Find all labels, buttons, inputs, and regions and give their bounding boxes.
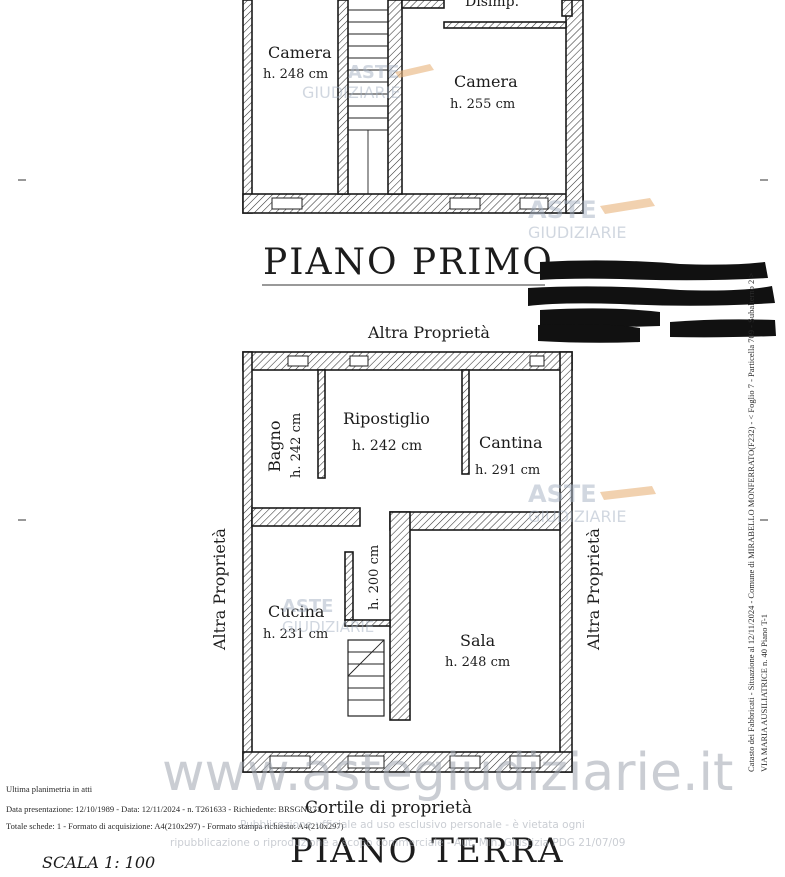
upper-floor-title: PIANO PRIMO	[263, 242, 554, 283]
aste-logo-watermark-4: ASTE GIUDIZIARIE	[282, 596, 374, 636]
redaction-marks	[528, 260, 776, 343]
side-note-line2: VIA MARIA AUSILIATRICE n. 40 Piano T-1	[759, 614, 769, 772]
room-cantina-height: h. 291 cm	[475, 463, 540, 478]
upper-floor-plan	[242, 0, 584, 214]
svg-text:GIUDIZIARIE: GIUDIZIARIE	[528, 507, 626, 526]
svg-text:ASTE: ASTE	[348, 62, 399, 83]
ground-floor-title: PIANO TERRA	[290, 831, 565, 871]
side-note-line1: Catasto dei Fabbricati - Situazione al 1…	[746, 273, 756, 772]
site-watermark: www.astegiudiziarie.it	[162, 743, 733, 803]
gavel-icon	[395, 64, 434, 78]
notice-line1: Pubblicazione ufficiale ad uso esclusivo…	[240, 819, 585, 831]
upper-label-disimpegno: Disimp.	[465, 0, 519, 10]
ground-floor-plan	[242, 351, 573, 773]
upper-room-1-height: h. 248 cm	[263, 67, 328, 82]
ground-neighbor-bottom: Cortile di proprietà	[305, 798, 472, 818]
footer-line1: Ultima planimetria in atti	[6, 784, 93, 794]
aste-logo-watermark-3: ASTE GIUDIZIARIE	[528, 480, 656, 526]
upper-room-2-height: h. 255 cm	[450, 97, 515, 112]
upper-room-2-name: Camera	[454, 72, 518, 91]
aste-logo-watermark-2: ASTE GIUDIZIARIE	[528, 196, 655, 242]
ground-neighbor-right: Altra Proprietà	[584, 528, 603, 651]
gavel-icon	[600, 198, 655, 214]
svg-text:GIUDIZIARIE: GIUDIZIARIE	[302, 83, 400, 102]
room-cantina-name: Cantina	[479, 433, 543, 452]
footer-line3: Totale schede: 1 - Formato di acquisizio…	[6, 821, 344, 831]
notice-line2: ripubblicazione o riproduzione a scopo c…	[170, 837, 625, 849]
gavel-icon	[600, 486, 656, 500]
room-sala-height: h. 248 cm	[445, 655, 510, 670]
svg-text:ASTE: ASTE	[282, 596, 333, 617]
ground-neighbor-left: Altra Proprietà	[210, 528, 229, 651]
upper-room-1-name: Camera	[268, 43, 332, 62]
room-bagno-name: Bagno	[265, 421, 284, 472]
svg-text:ASTE: ASTE	[528, 196, 597, 224]
registration-marks	[18, 179, 768, 521]
svg-text:ASTE: ASTE	[528, 480, 597, 508]
footer-line2: Data presentazione: 12/10/1989 - Data: 1…	[6, 804, 321, 814]
svg-text:GIUDIZIARIE: GIUDIZIARIE	[282, 618, 374, 636]
aste-logo-watermark-1: ASTE GIUDIZIARIE	[302, 62, 434, 102]
scale-note: SCALA 1: 100	[42, 853, 155, 872]
room-ripostiglio-height: h. 242 cm	[352, 438, 422, 454]
svg-text:GIUDIZIARIE: GIUDIZIARIE	[528, 223, 626, 242]
stair-height: h. 200 cm	[367, 545, 382, 610]
room-sala-name: Sala	[460, 631, 496, 650]
room-ripostiglio-name: Ripostiglio	[343, 409, 430, 428]
ground-neighbor-top: Altra Proprietà	[367, 323, 490, 342]
room-cucina-height: h. 231 cm	[263, 627, 328, 642]
room-bagno-height: h. 242 cm	[289, 413, 304, 478]
room-cucina-name: Cucina	[268, 602, 325, 621]
